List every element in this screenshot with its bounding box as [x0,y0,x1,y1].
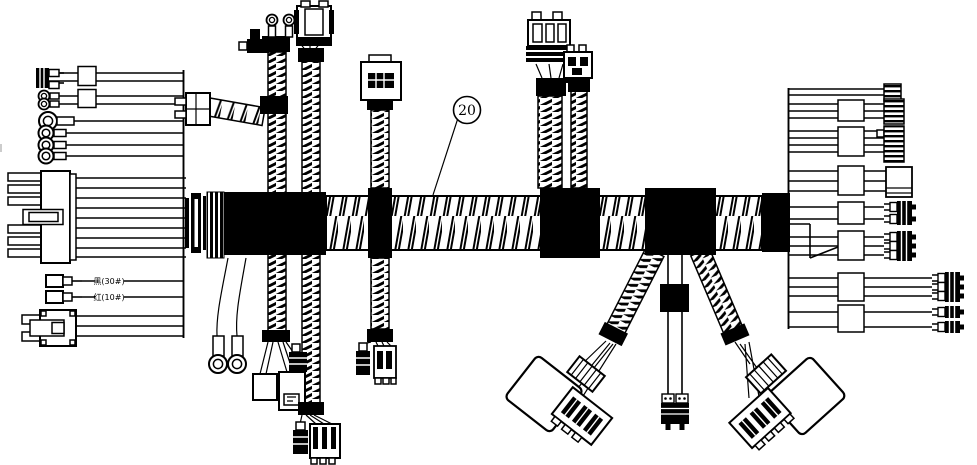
pin-grid-connector [727,386,796,451]
ring-terminal-icon [265,13,279,38]
side-connector [238,29,269,53]
splice-block [77,65,97,87]
ground-wires [216,257,247,337]
ring-terminal-icon [208,335,228,374]
spade-terminal-icon [36,78,64,90]
tape-wrap [540,188,600,258]
braided-sleeve [370,109,390,189]
splice-block [837,272,865,302]
leader-line [432,119,459,196]
branch-5 [505,255,846,451]
black-plug-connector [293,421,308,454]
housing-connector [278,371,306,411]
braided-sleeve [570,89,588,189]
ring-terminal-icon [38,111,75,131]
tape-wrap [367,329,393,342]
rect-connector [885,166,913,198]
ring-terminal-icon [37,97,60,111]
branch-4 [526,11,593,96]
bullet-terminal-icon [660,393,676,431]
splice-block [77,88,97,109]
branch-1 [174,13,307,411]
bullet-terminal-icon [45,290,82,304]
tape-wrap [568,82,590,92]
twin-wires [667,255,683,394]
tape-wrap [645,188,716,255]
ribbed-collar [206,191,225,259]
right-breakout-ladder [787,83,965,334]
tape-wrap-end [762,193,790,252]
black-plug-connector [356,342,370,375]
bullet-terminal-icon [674,393,690,431]
splice-block [837,126,865,157]
tape-wrap [720,323,750,346]
callout-number: 20 [458,103,476,119]
taped-trunk-block [224,192,326,255]
black-plug-connector [289,343,307,372]
braided-sleeve [689,247,744,337]
left-main-connector [7,170,186,264]
spade-terminal-icon [883,212,917,226]
connector-latch [22,208,64,226]
tape-wrap [598,321,628,347]
spade-terminal-icon [931,320,965,334]
ribbed-collar-connector [744,353,788,395]
splice-block [837,99,865,122]
spade-terminal-icon [931,305,965,319]
splice-block [837,165,865,196]
grid-connector [360,54,402,101]
comb-connector [309,423,341,465]
spade-terminal-icon [883,200,917,214]
wire-color-label-black: 黑(30#) [93,277,124,286]
ring-terminal-icon [282,13,296,38]
ribbed-collar-connector [565,354,607,394]
branch-3 [356,54,402,385]
small-grid-connector [563,44,593,83]
splice-block [837,230,865,261]
splice-block [837,304,865,333]
braided-sleeve [267,51,287,332]
callout-balloon [452,95,482,125]
two-pin-connector [174,92,211,126]
spade-terminal-icon [931,289,965,303]
wire-color-label-red: 红(10#) [93,292,124,302]
bullet-terminal-icon [45,274,82,288]
ribbed-terminal [883,98,905,125]
spade-terminal-icon [36,68,64,78]
left-small-connector [21,309,183,347]
tape-wrap [368,188,392,258]
ring-terminal-icon [37,89,60,103]
main-tube-assembly [185,188,790,259]
harness-grommet [185,193,206,253]
tape-wrap [660,284,689,312]
labeled-wires: 黑(30#) 红(10#) [45,274,183,304]
braided-sleeve [605,246,665,336]
braided-sleeve [370,257,390,330]
tape-wrap [260,96,288,114]
large-plug-connector [294,0,334,46]
ring-terminal-icon [37,147,67,165]
callout-20: 20 [432,95,482,196]
braided-sleeve [537,95,563,189]
tape-wrap [536,78,566,96]
spade-terminal-icon [883,248,917,262]
left-terminal-fan [36,65,183,165]
pin-grid-connector [550,385,614,447]
tape-wrap [298,48,324,62]
ribbed-terminal [883,125,905,163]
receptacle-connector [252,373,278,401]
tape-wrap [298,402,324,415]
relay-socket-connector [526,11,572,62]
splice-block [837,201,865,225]
branch-2 [293,0,341,465]
corrugated-stub [206,97,267,127]
ring-terminal-icon [227,335,247,374]
grid-connector [373,345,397,385]
tape-wrap [262,330,290,342]
ring-terminal-icon [37,124,67,142]
